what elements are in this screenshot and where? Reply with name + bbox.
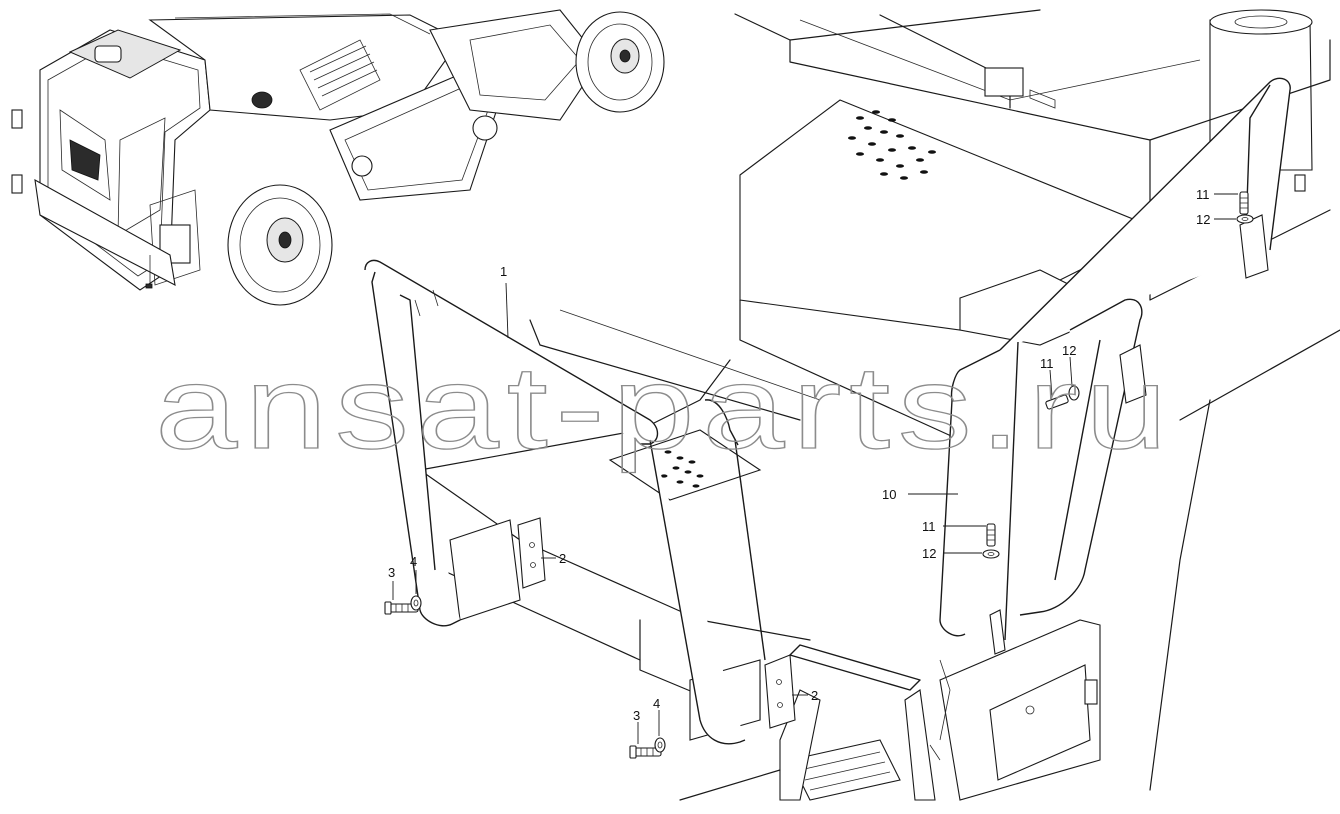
callout-11-lower: 11 <box>922 519 936 534</box>
bolt-11-middle <box>1045 394 1069 410</box>
callout-11-middle: 11 <box>1040 356 1054 371</box>
callout-12-top: 12 <box>1196 212 1210 227</box>
machine-body <box>419 9 1340 801</box>
bolt-3-lower <box>629 745 662 759</box>
callout-12-middle: 12 <box>1062 343 1076 358</box>
callout-labels: 1 2 2 3 3 4 4 10 11 11 11 12 12 12 <box>388 187 1210 723</box>
handrail-part-10 <box>939 77 1291 655</box>
callout-3-lower: 3 <box>633 708 640 723</box>
bolt-11-top <box>1239 191 1249 215</box>
callout-1: 1 <box>500 264 507 279</box>
callout-4-upper: 4 <box>410 554 417 569</box>
callout-2-upper: 2 <box>559 551 566 566</box>
fasteners <box>384 191 1254 759</box>
machine-overview-inset <box>11 9 665 306</box>
washer-4-upper <box>410 595 422 611</box>
washer-12-middle <box>1068 385 1080 401</box>
callout-4-lower: 4 <box>653 696 660 711</box>
washer-12-top <box>1236 214 1254 224</box>
washer-12-lower <box>982 549 1000 559</box>
callout-11-top: 11 <box>1196 187 1210 202</box>
callout-12-lower: 12 <box>922 546 936 561</box>
washer-4-lower <box>654 737 666 753</box>
hood-vent-grille <box>848 110 936 180</box>
callout-2-lower: 2 <box>811 688 818 703</box>
leader-lines <box>392 193 1238 744</box>
callout-3-upper: 3 <box>388 565 395 580</box>
bolt-11-lower <box>986 523 996 547</box>
callout-10: 10 <box>882 487 896 502</box>
watermark-text: ansat-parts.ru <box>155 342 1175 474</box>
deck-vent-grille <box>660 450 704 488</box>
handrail-part-1 <box>364 259 796 745</box>
